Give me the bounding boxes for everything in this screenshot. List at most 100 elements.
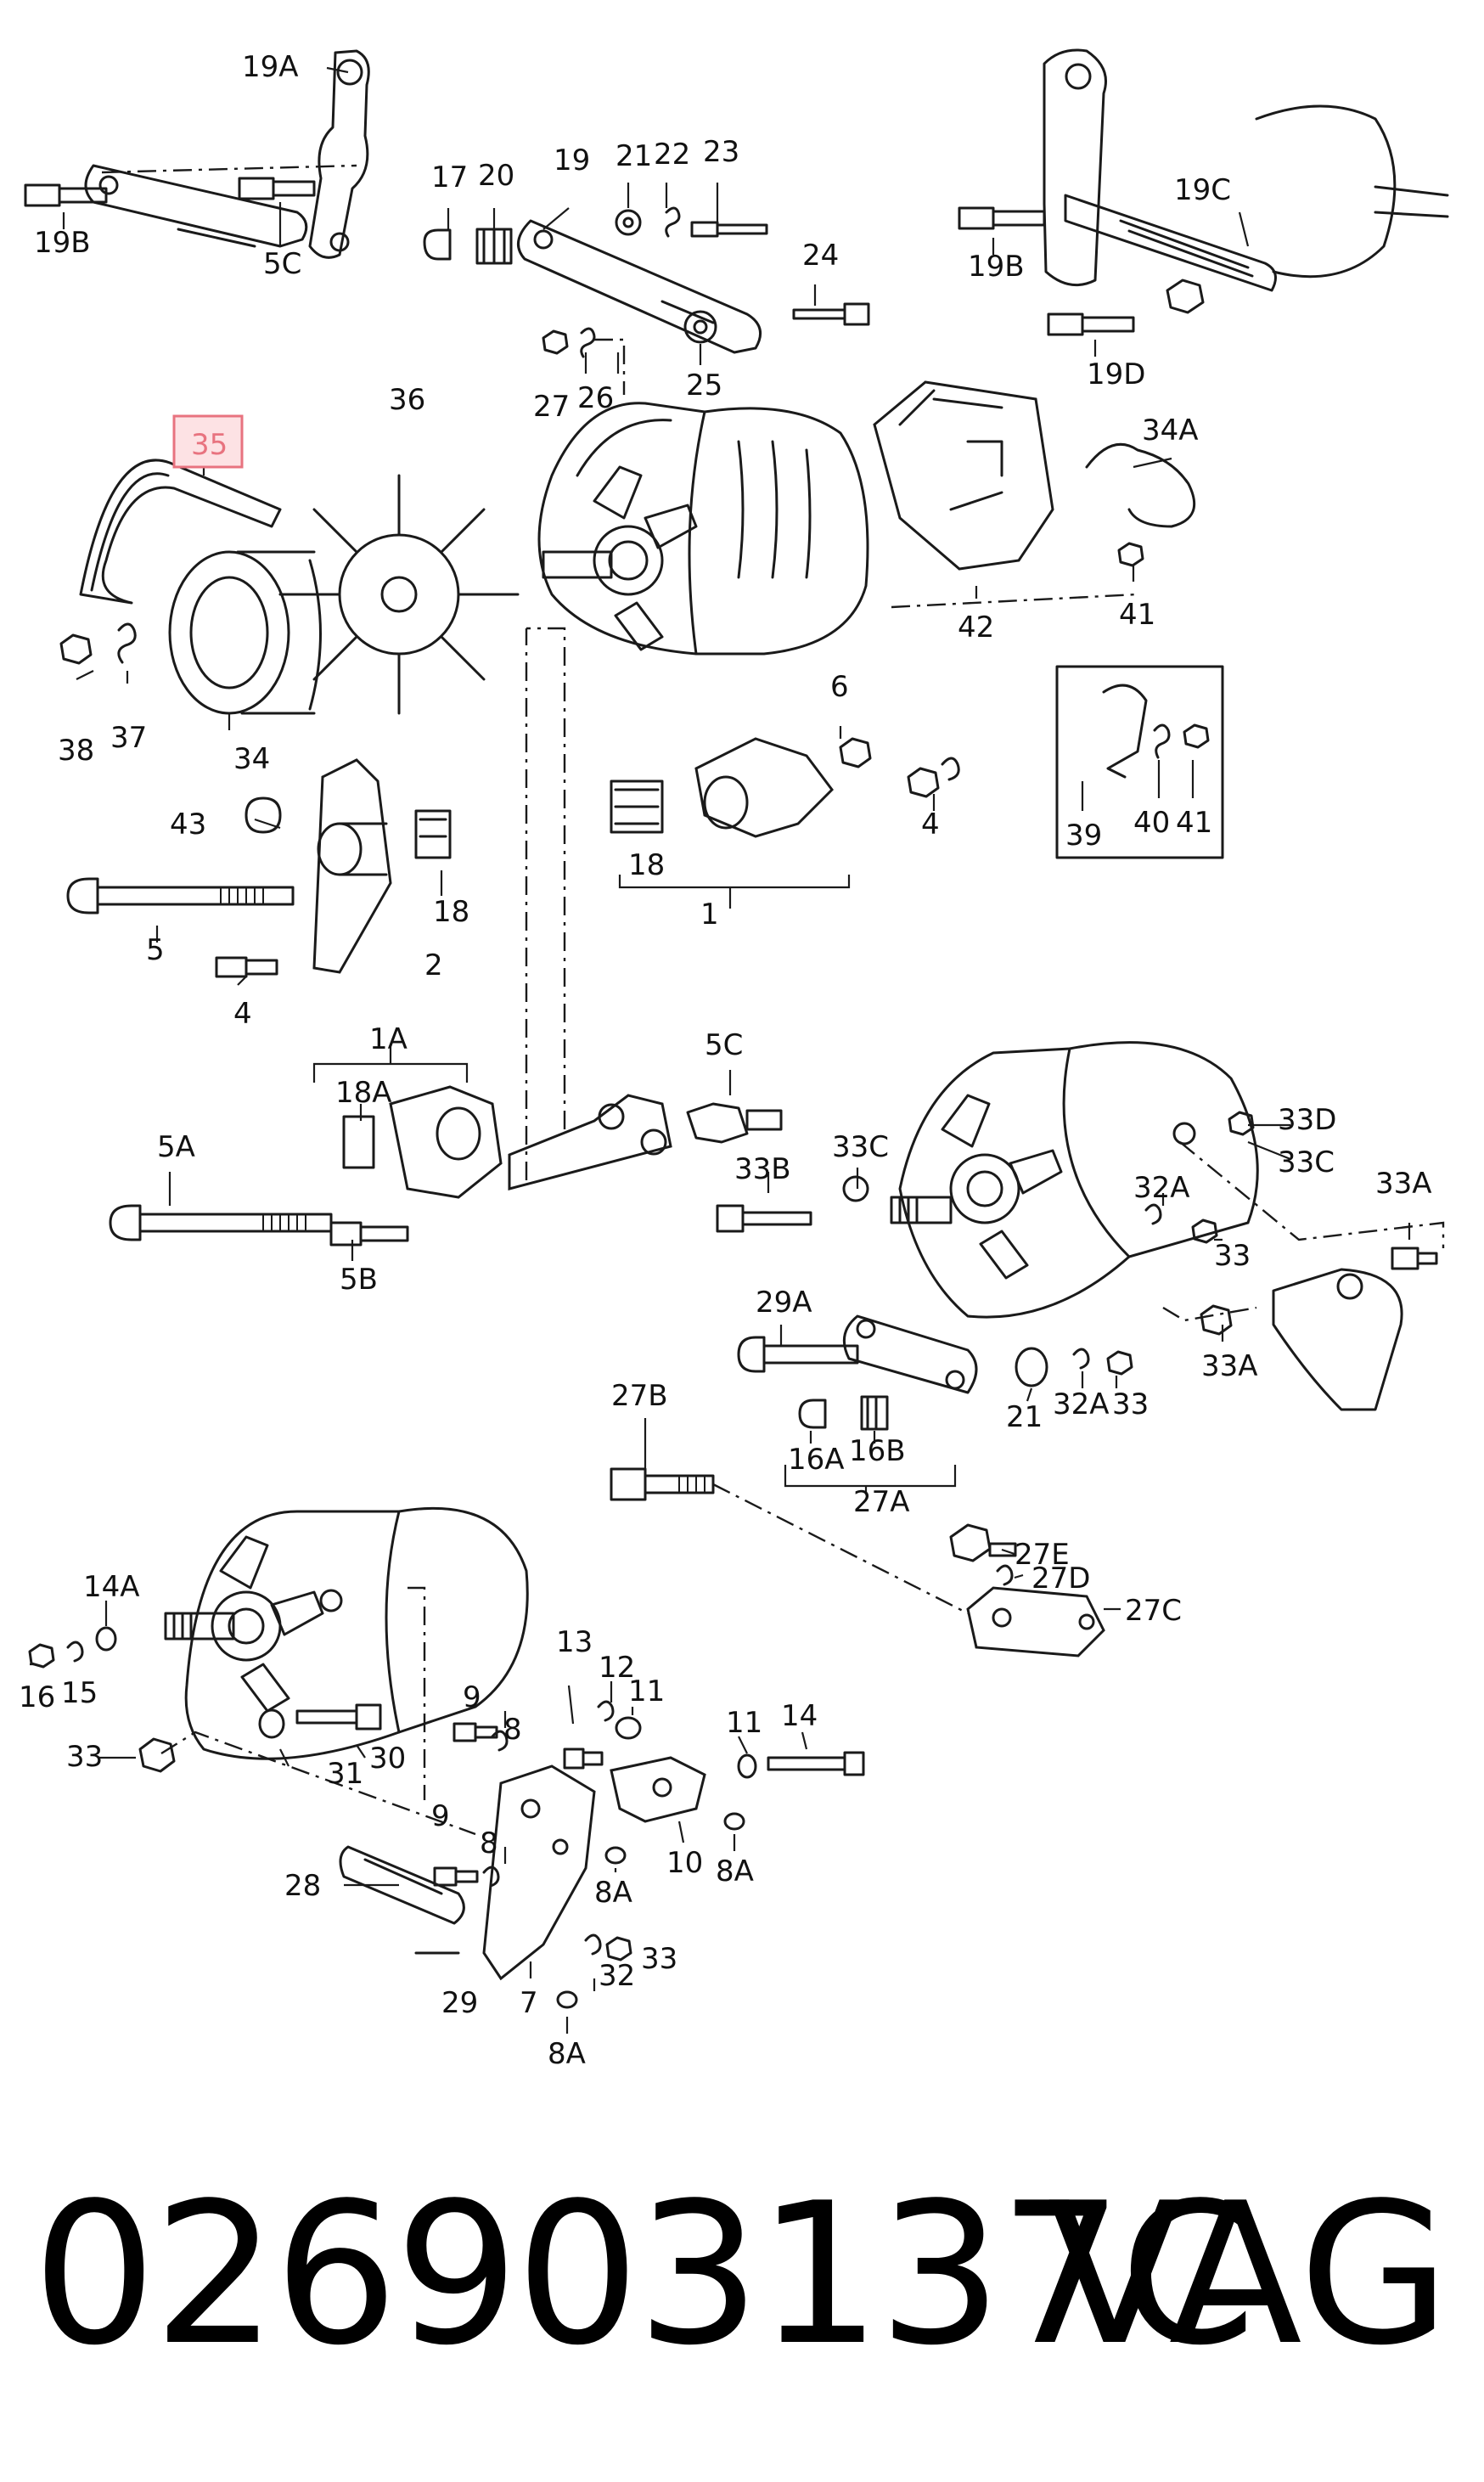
bracket-1-group — [610, 737, 960, 909]
callout-34: 34 — [233, 742, 270, 776]
callout-19: 19 — [554, 144, 590, 177]
callout-18-left: 18 — [433, 895, 469, 929]
alternator-right — [716, 1041, 1445, 1411]
callout-16a: 16A — [788, 1443, 845, 1477]
callout-29: 29 — [441, 1986, 478, 2020]
callout-5c: 5C — [263, 247, 301, 281]
callout-19a: 19A — [242, 50, 299, 84]
callout-4-left: 4 — [233, 997, 252, 1031]
callout-33d: 33D — [1278, 1103, 1336, 1137]
bolt-29a-27b-group — [610, 1314, 1133, 1657]
callout-15: 15 — [61, 1676, 98, 1710]
callout-33-bottom: 33 — [66, 1740, 103, 1774]
callout-33-right: 33 — [1214, 1239, 1251, 1273]
callout-19c: 19C — [1174, 173, 1231, 207]
callout-19b-right: 19B — [968, 250, 1025, 284]
callout-41-inset: 41 — [1176, 806, 1212, 840]
callout-39: 39 — [1065, 819, 1102, 853]
callout-37: 37 — [110, 721, 147, 755]
callout-6: 6 — [830, 670, 849, 704]
callout-16-bottom: 16 — [19, 1680, 55, 1714]
callout-8a-bottom: 8A — [548, 2037, 586, 2071]
callout-33-mid: 33 — [1112, 1387, 1149, 1421]
callout-42: 42 — [958, 611, 994, 644]
callout-10: 10 — [666, 1846, 703, 1880]
callout-25: 25 — [686, 369, 722, 402]
alternator-bottom — [28, 1506, 529, 1925]
callout-12: 12 — [599, 1651, 635, 1685]
callout-33a-lower: 33A — [1201, 1349, 1258, 1383]
callout-40: 40 — [1133, 806, 1170, 840]
callout-30: 30 — [369, 1742, 406, 1776]
callout-5: 5 — [146, 933, 165, 967]
callout-33a: 33A — [1375, 1167, 1432, 1201]
top-center-parts — [423, 206, 870, 395]
brand-label: VAG — [1047, 2162, 1450, 2389]
callout-14: 14 — [781, 1699, 818, 1733]
belt-pulley-fan — [59, 459, 520, 715]
callout-5b: 5B — [340, 1263, 378, 1297]
callout-labels: 19A 19B 5C 17 20 19 21 22 23 24 25 26 27… — [19, 50, 1432, 2071]
callout-33c-right: 33C — [1278, 1145, 1335, 1179]
callout-27a: 27A — [853, 1485, 910, 1519]
bolt-5a-group — [109, 627, 783, 1247]
callout-32: 32 — [599, 1959, 635, 1993]
callout-26: 26 — [577, 381, 614, 415]
callout-31: 31 — [327, 1757, 363, 1791]
callout-27e: 27E — [1015, 1538, 1070, 1572]
callout-28: 28 — [284, 1869, 321, 1903]
callout-18-center: 18 — [628, 848, 665, 882]
callout-11-left: 11 — [628, 1674, 665, 1708]
callout-27c: 27C — [1125, 1594, 1182, 1628]
callout-34a: 34A — [1142, 414, 1199, 447]
callout-13: 13 — [556, 1625, 593, 1659]
callout-19b: 19B — [34, 226, 91, 260]
alternator-main — [537, 402, 869, 656]
callout-9-bottom: 9 — [431, 1799, 450, 1833]
callout-1a: 1A — [369, 1022, 408, 1056]
callout-32a-mid: 32A — [1053, 1387, 1110, 1421]
callout-22: 22 — [654, 138, 690, 172]
callout-36: 36 — [389, 383, 425, 417]
callout-5a: 5A — [157, 1130, 195, 1164]
callout-21: 21 — [616, 139, 652, 173]
callout-33-lower: 33 — [641, 1942, 677, 1976]
callout-11-right: 11 — [726, 1706, 762, 1740]
bracket-19a-group — [24, 49, 370, 259]
callout-17: 17 — [431, 160, 468, 194]
callout-9-top: 9 — [463, 1680, 481, 1714]
callout-43: 43 — [170, 808, 206, 841]
exploded-parts-diagram: 19A 19B 5C 17 20 19 21 22 23 24 25 26 27… — [19, 48, 1449, 2071]
callout-33c: 33C — [832, 1130, 889, 1164]
callout-2: 2 — [424, 948, 443, 982]
bracket-2-group — [66, 758, 452, 978]
callout-41: 41 — [1119, 598, 1155, 632]
callout-16b: 16B — [849, 1434, 906, 1468]
callout-35: 35 — [191, 428, 228, 462]
callout-14a: 14A — [83, 1570, 140, 1604]
callout-20: 20 — [478, 159, 514, 193]
callout-32a: 32A — [1133, 1171, 1190, 1205]
top-right-bracket — [958, 48, 1449, 336]
callout-7: 7 — [520, 1986, 538, 2020]
callout-38: 38 — [58, 734, 94, 768]
callout-1: 1 — [700, 898, 719, 931]
callout-19d: 19D — [1087, 357, 1145, 391]
callout-29a: 29A — [756, 1286, 812, 1320]
callout-8-top: 8 — [503, 1713, 522, 1747]
callout-21-mid: 21 — [1006, 1400, 1043, 1434]
callout-5c-mid: 5C — [705, 1028, 743, 1062]
callout-23: 23 — [703, 135, 739, 169]
callout-27b: 27B — [611, 1379, 668, 1413]
callout-18a: 18A — [335, 1076, 392, 1110]
callout-8-mid: 8 — [480, 1826, 498, 1860]
callout-8a-right: 8A — [716, 1854, 754, 1888]
highlighted-callout-box — [172, 414, 244, 469]
callout-27d: 27D — [1031, 1562, 1090, 1596]
regulator-34a-group — [873, 380, 1196, 609]
callout-24: 24 — [802, 239, 839, 273]
bottom-brackets — [414, 1700, 865, 2009]
part-number: 026903137C — [32, 2162, 1256, 2389]
callout-27: 27 — [533, 390, 570, 424]
callout-4-right: 4 — [921, 808, 940, 841]
